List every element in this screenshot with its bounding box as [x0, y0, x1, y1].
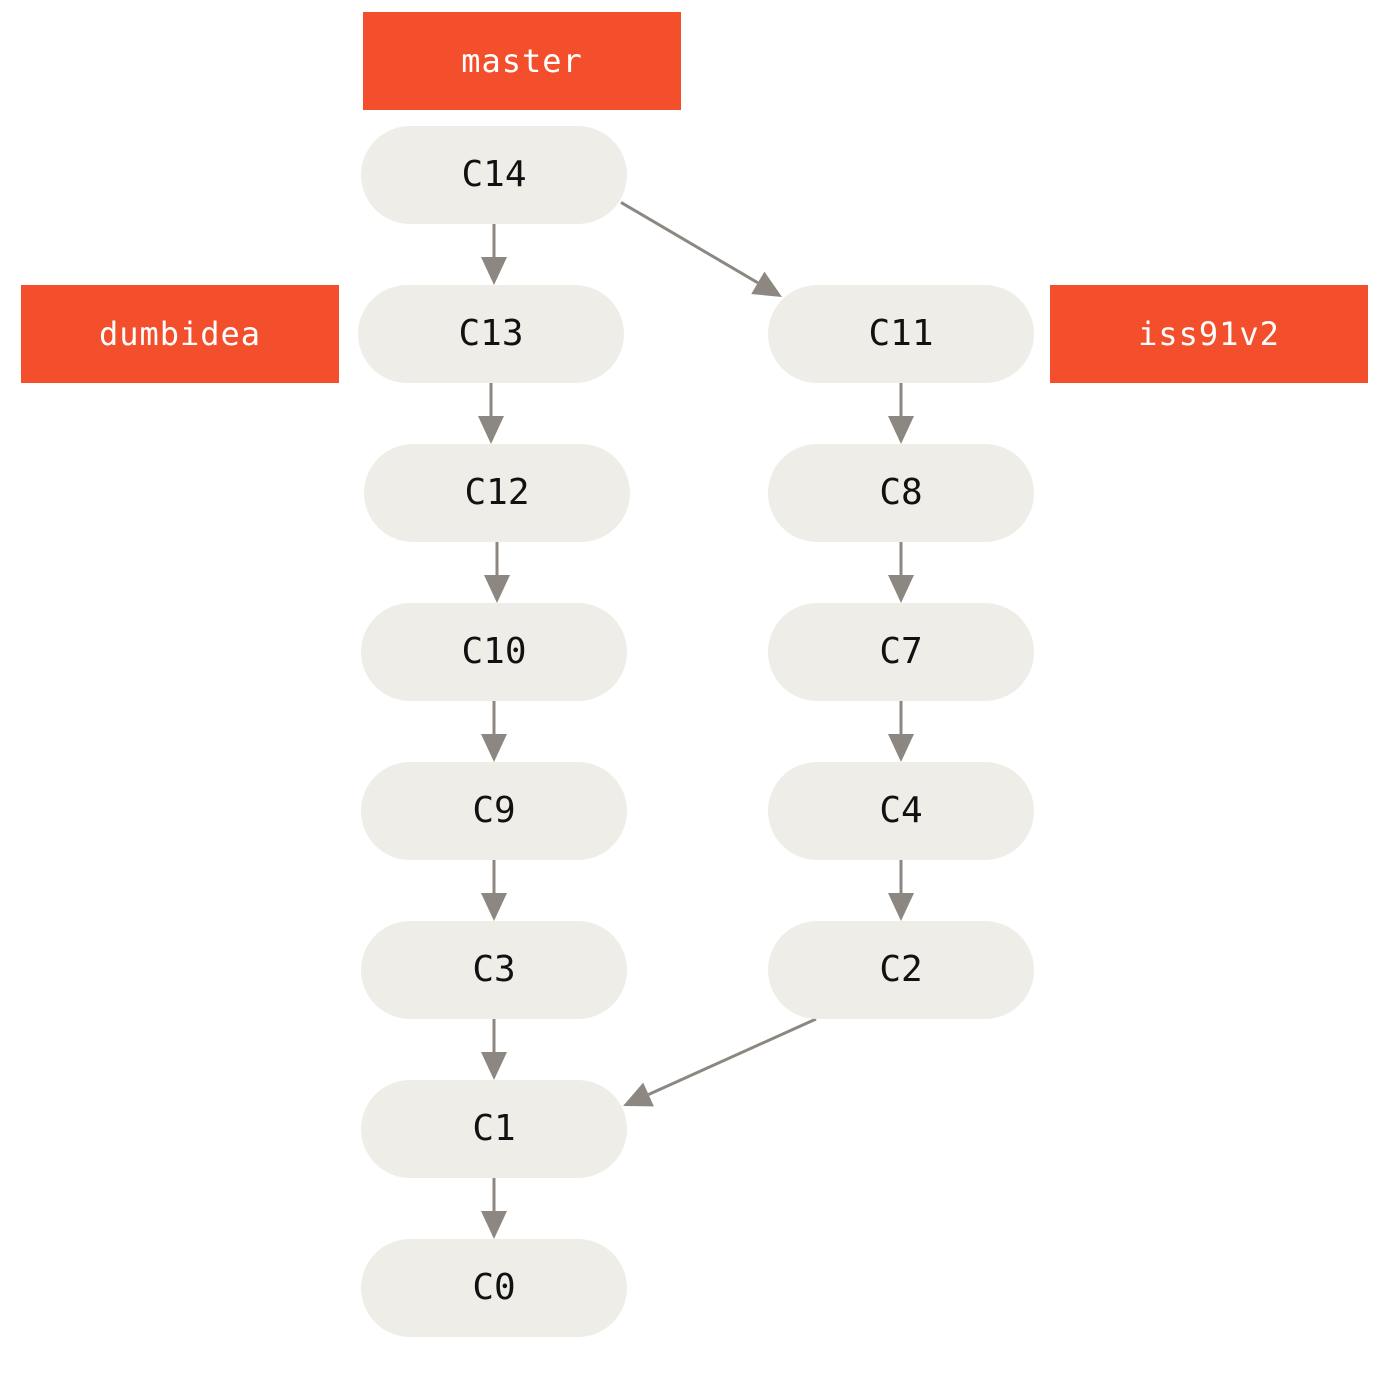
- commit-c11: C11: [768, 285, 1034, 383]
- commit-c3: C3: [361, 921, 627, 1019]
- commit-c7: C7: [768, 603, 1034, 701]
- arrowhead-c1-c0: [481, 1211, 507, 1239]
- arrowhead-c14-c13: [481, 257, 507, 285]
- arrowhead-c11-c8: [888, 416, 914, 444]
- arrowhead-c12-c10: [484, 575, 510, 603]
- edge-c14-c11: [620, 201, 759, 285]
- commit-c10: C10: [361, 603, 627, 701]
- commit-c14: C14: [361, 126, 627, 224]
- arrowhead-c7-c4: [888, 734, 914, 762]
- commit-c1: C1: [361, 1080, 627, 1178]
- arrowhead-c9-c3: [481, 893, 507, 921]
- branch-label-iss91v2: iss91v2: [1050, 285, 1368, 383]
- commit-c12: C12: [364, 444, 630, 542]
- commit-c2: C2: [768, 921, 1034, 1019]
- arrowhead-c14-c11: [751, 271, 782, 297]
- arrowhead-c10-c9: [481, 734, 507, 762]
- arrowhead-c13-c12: [478, 416, 504, 444]
- commit-c0: C0: [361, 1239, 627, 1337]
- branch-label-master: master: [363, 12, 681, 110]
- arrowhead-c8-c7: [888, 575, 914, 603]
- edge-c2-c1: [647, 1017, 817, 1096]
- commit-c9: C9: [361, 762, 627, 860]
- arrowhead-c4-c2: [888, 893, 914, 921]
- commit-c4: C4: [768, 762, 1034, 860]
- commit-c8: C8: [768, 444, 1034, 542]
- arrowhead-c3-c1: [481, 1052, 507, 1080]
- arrowhead-c2-c1: [623, 1082, 654, 1107]
- branch-label-dumbidea: dumbidea: [21, 285, 339, 383]
- commit-c13: C13: [358, 285, 624, 383]
